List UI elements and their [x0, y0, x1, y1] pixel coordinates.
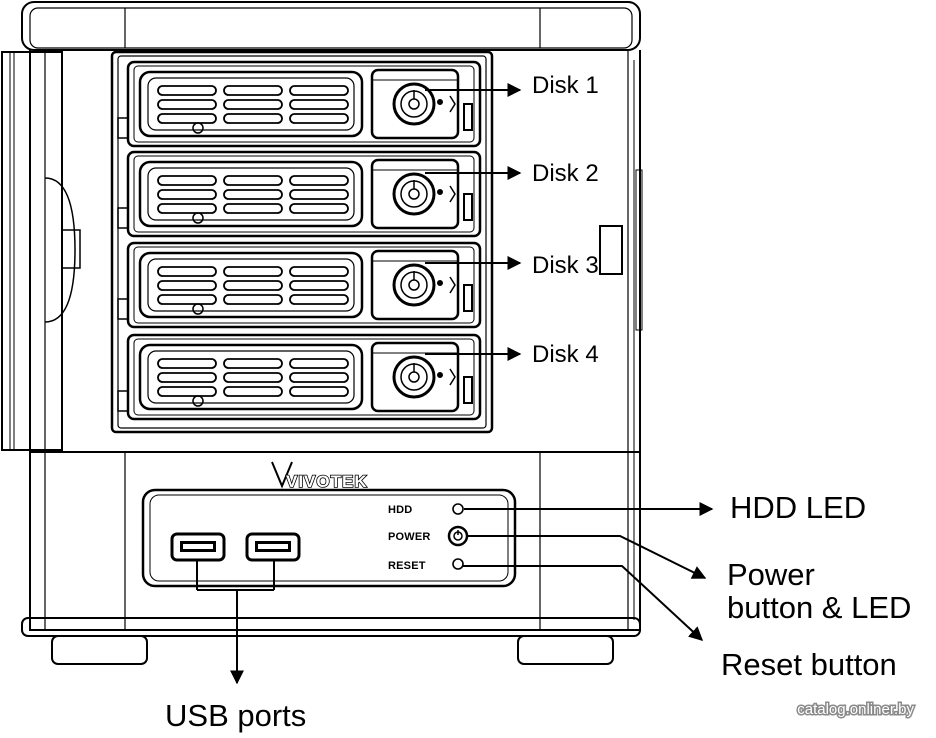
front-panel: HDD POWER RESET: [141, 488, 517, 588]
reset-button-label: Reset button: [721, 647, 897, 682]
disk4-label: Disk 4: [532, 341, 599, 368]
reset-button[interactable]: [452, 558, 464, 570]
watermark-text: catalog.onliner.by: [797, 701, 914, 718]
usb-ports-label: USB ports: [165, 698, 306, 733]
disk-lock-icon[interactable]: [392, 82, 436, 126]
power-label-line1: Power: [727, 557, 815, 592]
reset-label: RESET: [388, 560, 426, 572]
chassis: [1, 1, 643, 665]
power-button[interactable]: [447, 525, 469, 547]
hdd-led: [452, 503, 464, 515]
callout-lines: [196, 83, 714, 685]
drive-tray-3[interactable]: [117, 241, 482, 329]
callout-labels: Disk 1 Disk 2 Disk 3 Disk 4 HDD LED Powe…: [165, 72, 911, 733]
hdd-led-label: HDD LED: [730, 490, 866, 525]
brand-text: VIVOTEK: [286, 472, 368, 491]
power-callout-line: [467, 535, 707, 579]
usb-port-1[interactable]: [170, 532, 226, 562]
drive-tray-2[interactable]: [117, 150, 482, 238]
power-label: POWER: [388, 531, 431, 543]
power-label-line2: button & LED: [727, 590, 911, 625]
disk-lock-icon[interactable]: [392, 263, 436, 307]
disk1-label: Disk 1: [532, 72, 599, 99]
usb-port-2[interactable]: [245, 532, 301, 562]
disk3-label: Disk 3: [532, 252, 599, 279]
drive-trays: [117, 60, 482, 421]
drive-tray-4[interactable]: [117, 333, 482, 421]
drive-tray-1[interactable]: [117, 60, 482, 148]
disk-lock-icon[interactable]: [392, 172, 436, 216]
disk-lock-icon[interactable]: [392, 355, 436, 399]
hdd-label: HDD: [388, 504, 412, 516]
disk2-label: Disk 2: [532, 160, 599, 187]
reset-callout-line: [463, 565, 704, 641]
brand-logo: VIVOTEK: [271, 461, 368, 492]
